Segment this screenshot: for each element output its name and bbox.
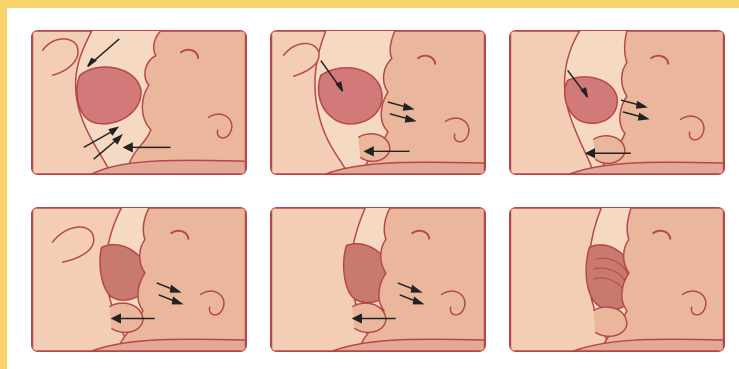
panel-1-illustration [32, 31, 246, 174]
panel-3-illustration [510, 31, 724, 174]
panel-5 [270, 207, 486, 352]
panel-4-illustration [32, 208, 246, 351]
panel-1 [31, 30, 247, 175]
panel-4 [31, 207, 247, 352]
panel-3 [509, 30, 725, 175]
panel-2 [270, 30, 486, 175]
panel-2-illustration [271, 31, 485, 174]
panel-5-illustration [271, 208, 485, 351]
diagram-canvas [7, 8, 739, 369]
panel-6 [509, 207, 725, 352]
panel-6-illustration [510, 208, 724, 351]
